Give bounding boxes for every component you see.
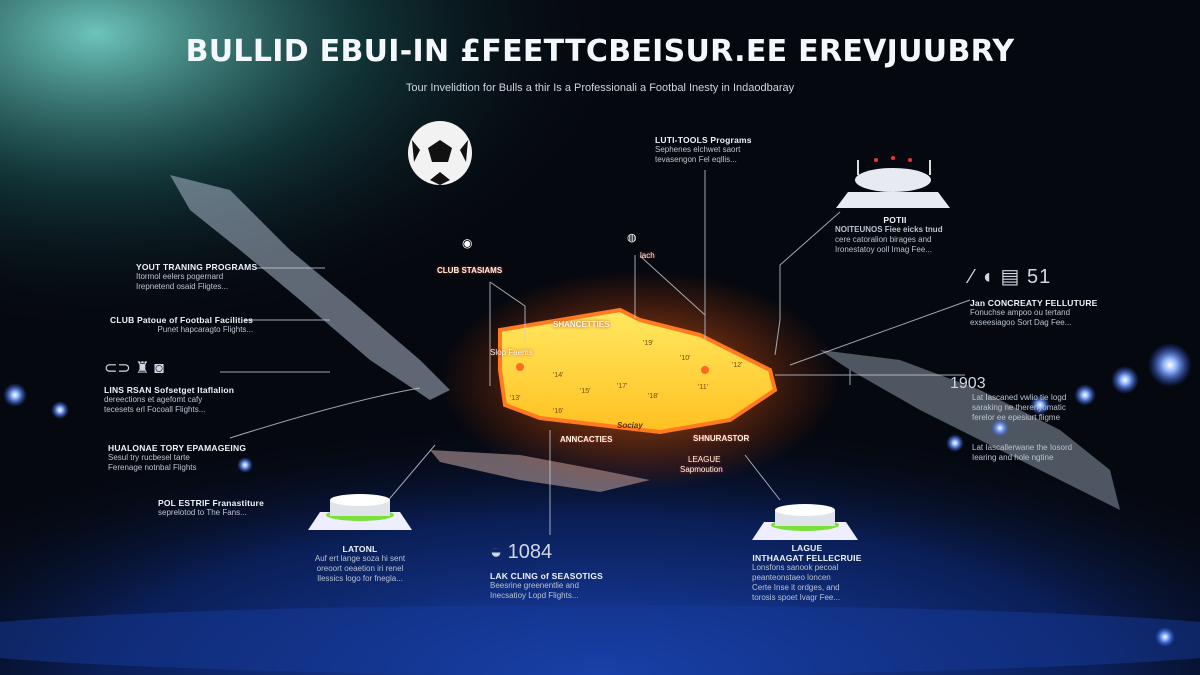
callout-title: YOUT TRANING PROGRAMS xyxy=(136,262,258,272)
callout-title: LUTI-TOOLS Programs xyxy=(655,135,752,145)
trophy-icon: ♜ xyxy=(135,360,150,377)
label-slop-faems: Slop Faems xyxy=(490,348,533,357)
camera-icon: ◙ xyxy=(154,360,164,377)
callout-line: Lat Iascaned vwlio tie Iogd xyxy=(972,393,1067,402)
sumatra-landmass xyxy=(170,175,450,400)
glowing-map-island xyxy=(498,307,778,435)
page-title: BULLID EBUI-IN £FEETTCBEISUR.EE EREVJUUB… xyxy=(185,34,1015,69)
callout-title: LAK CLING of SEASOTIGS xyxy=(490,571,604,581)
callout-concreaty: Jan CONCREATY FELLUTURE Fonuchse ampoo o… xyxy=(970,298,1098,328)
callout-title: CLUB Patoue of Footbal Facilities xyxy=(110,315,254,325)
map-number: '14' xyxy=(553,372,564,379)
callout-title: POL ESTRIF Franastiture xyxy=(158,498,264,508)
map-number: '11' xyxy=(698,384,708,391)
callout-lins-rsan: LINS RSAN Sofsetget Itaflalion dereectio… xyxy=(104,385,234,415)
callout-number: 1903 xyxy=(950,375,986,392)
callout-line: tevasengon Fel eqllis... xyxy=(655,155,737,164)
icon-row-right: ⁄ ◖ ▤ 51 xyxy=(970,266,1051,292)
label-shancetties: SHANCETTIES xyxy=(553,320,610,329)
trophy-icon: ◒ xyxy=(490,541,503,563)
callout-stadium-top: POTII NOITEUNOS Fiee eicks tnud cere cat… xyxy=(835,215,955,255)
callout-line: Certe Inse it ordges, and xyxy=(752,583,840,592)
callout-line: Auf ert lange soza hi sent xyxy=(314,554,406,563)
globe-icon: ◍ xyxy=(627,232,637,244)
map-number: '19' xyxy=(643,340,654,347)
eastern-landmass xyxy=(820,350,1120,510)
callout-line: Sephenes elchwet saort xyxy=(655,145,741,154)
map-number: '13' xyxy=(510,395,521,402)
callout-line: oreoort oeaetion iri renel xyxy=(316,564,404,573)
callout-latonl: LATONL Auf ert lange soza hi sent oreoor… xyxy=(300,544,420,584)
callout-line: Fonuchse ampoo ou tertand xyxy=(970,308,1071,317)
tools-icon: ⁄ ◖ ▤ xyxy=(970,266,1027,288)
map-number: '18' xyxy=(648,393,659,400)
callout-subtitle: INTHAAGAT FELLECRUIE xyxy=(752,553,862,563)
callout-line: Ilessics logo for fnegla... xyxy=(317,574,403,583)
whistle-icon: ⊂⊃ xyxy=(104,360,131,377)
callout-subtitle: NOITEUNOS Fiee eicks tnud xyxy=(835,225,943,234)
label-sapmoution: Sapmoution xyxy=(680,465,723,474)
label-sociay: Sociay xyxy=(617,421,643,430)
callout-title: LINS RSAN Sofsetget Itaflalion xyxy=(104,385,235,395)
callout-line: Lat Iascallerwane the Iosord xyxy=(972,443,1073,452)
callout-line: Itormol eelers pogernard xyxy=(136,272,224,281)
map-number: '16' xyxy=(553,408,564,415)
callout-line: cere catoralion birages and xyxy=(835,235,932,244)
callout-line: dereections et agefomt cafy xyxy=(104,395,203,404)
stadium-icon-top-right xyxy=(836,156,950,208)
callout-line: ferelor ee epesiurt fligme xyxy=(972,413,1061,422)
icon-row-left: ⊂⊃ ♜ ◙ xyxy=(104,360,164,378)
callout-line: Beesrine greenentlie and xyxy=(490,581,579,590)
callout-line: Iearing and hole ngtine xyxy=(972,453,1054,462)
callout-line: Sesul try rucbesel tarte xyxy=(108,453,190,462)
callout-line: saraking ne therenyomatic xyxy=(972,403,1066,412)
stadium-icon-bottom-left xyxy=(308,494,412,530)
callout-youth-tools: LUTI-TOOLS Programs Sephenes elchwet sao… xyxy=(655,135,752,165)
callout-line: peanteonstaeo loncen xyxy=(752,573,831,582)
callout-youth-training: YOUT TRANING PROGRAMS Itormol eelers pog… xyxy=(136,262,257,292)
callout-1084: ◒ 1084 LAK CLING of SEASOTIGS Beesrine g… xyxy=(490,541,603,601)
label-shnurastor: SHNURASTOR xyxy=(693,434,750,443)
map-pin-icon xyxy=(516,363,524,371)
callout-club-facilities: CLUB Patoue of Footbal Facilities Punet … xyxy=(110,315,253,335)
label-club-stadiums: CLUB STASIAMS xyxy=(437,266,503,275)
callout-1903: 1903 Lat Iascaned vwlio tie Iogd sarakin… xyxy=(950,375,1072,463)
callout-national-story: HUALONAE TORY EPAMAGEING Sesul try rucbe… xyxy=(108,443,246,473)
map-number: '15' xyxy=(580,388,591,395)
callout-league-infrastructure: LAGUE INTHAAGAT FELLECRUIE Lonsfons sano… xyxy=(752,543,862,603)
callout-line: Ironestatoy ooll Imag Fee... xyxy=(835,245,932,254)
callout-line: Inecsatioy Lopd Flights... xyxy=(490,591,579,600)
callout-title: HUALONAE TORY EPAMAGEING xyxy=(108,443,247,453)
callout-title: LATONL xyxy=(342,544,378,554)
callout-line: Lonsfons sanook pecoal xyxy=(752,563,839,572)
callout-title: POTII xyxy=(883,215,907,225)
globe-icon: ◉ xyxy=(462,236,473,250)
callout-line: Ferenage notnbal Flights xyxy=(108,463,197,472)
page-subtitle: Tour Invelidtion for Bulls a thir Is a P… xyxy=(405,82,795,94)
callout-line: Irepnetend osaid Fligtes... xyxy=(136,282,229,291)
soccer-ball-icon xyxy=(408,121,472,185)
label-annacaties: ANNCACTIES xyxy=(560,435,613,444)
callout-title: Jan CONCREATY FELLUTURE xyxy=(970,298,1098,308)
label-lach: lach xyxy=(640,251,655,260)
icon-number: 51 xyxy=(1027,266,1052,288)
callout-infrastructure: POL ESTRIF Franastiture seprelotod to Th… xyxy=(158,498,264,518)
label-league: LEAGUE xyxy=(688,455,721,464)
callout-line: torosis spoet Ivagr Fee... xyxy=(752,593,841,602)
stadium-icon-bottom-right xyxy=(752,504,858,540)
map-number: '17' xyxy=(617,383,628,390)
callout-line: seprelotod to The Fans... xyxy=(158,508,247,517)
map-number: '12' xyxy=(732,362,743,369)
map-number: '10' xyxy=(680,355,691,362)
callout-title: LAGUE xyxy=(791,543,823,553)
callout-number: 1084 xyxy=(507,541,553,563)
callout-line: exseesiagoo Sort Dag Fee... xyxy=(970,318,1072,327)
callout-line: tecesets erl Focoall Flights... xyxy=(104,405,206,414)
callout-line: Punet hapcaragto Flights... xyxy=(157,325,254,334)
